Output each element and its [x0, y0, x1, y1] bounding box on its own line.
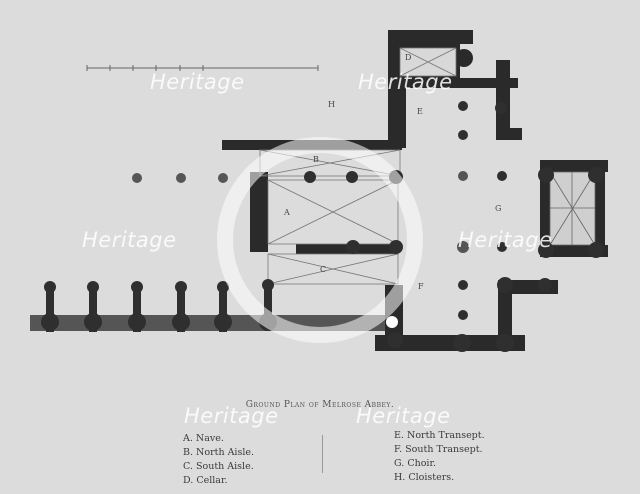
legend-left: A. Nave. B. North Aisle. C. South Aisle.… [183, 432, 254, 488]
legend-item: F. South Transept. [394, 444, 483, 455]
walls [30, 30, 608, 351]
watermark-text: Heritage [358, 70, 453, 94]
label-A: A [284, 208, 290, 217]
watermark-text: Heritage [150, 70, 245, 94]
legend-item: E. North Transept. [394, 430, 485, 441]
piers [41, 101, 604, 352]
label-G: G [495, 204, 502, 213]
plan-title: Ground Plan of Melrose Abbey. [245, 400, 395, 410]
scale-bar [86, 65, 319, 71]
watermark-text: Heritage [184, 404, 279, 428]
watermark-ring [217, 137, 423, 343]
label-B: B [313, 155, 319, 164]
watermark-text: Heritage [356, 404, 451, 428]
legend-item: B. North Aisle. [183, 447, 255, 458]
legend-divider [322, 435, 323, 473]
legend-item: D. Cellar. [183, 475, 228, 486]
legend-item: G. Choir. [394, 458, 436, 469]
legend-right: E. North Transept. F. South Transept. G.… [394, 429, 485, 485]
choir-vault [549, 171, 596, 246]
label-C: C [320, 265, 327, 274]
legend-item: C. South Aisle. [183, 461, 254, 472]
watermark-text: Heritage [82, 228, 177, 252]
legend-item: H. Cloisters. [394, 472, 455, 483]
legend-item: A. Nave. [183, 433, 224, 444]
watermark-text: Heritage [458, 228, 553, 252]
label-H: H [328, 100, 335, 109]
label-F: F [418, 282, 424, 291]
label-E: E [417, 107, 423, 116]
label-D: D [405, 53, 412, 62]
